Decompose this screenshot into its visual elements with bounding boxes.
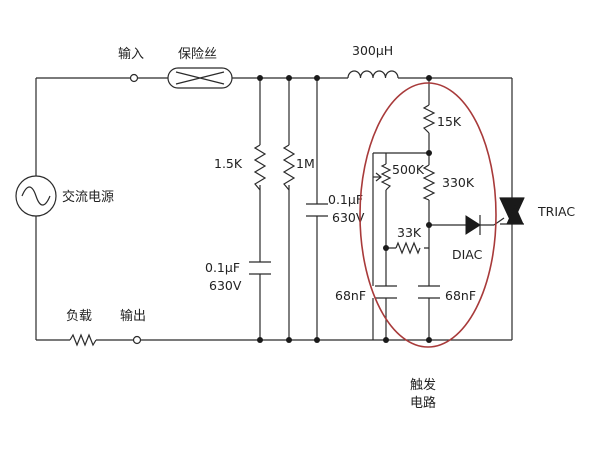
input-terminal xyxy=(129,73,139,83)
ac-source-symbol xyxy=(15,175,57,217)
resistor-1-5k-label: 1.5K xyxy=(214,156,243,171)
resistor-1-5k-symbol xyxy=(253,144,267,191)
capacitor-left-voltage: 630V xyxy=(209,278,242,293)
capacitor-68nf-right-symbol xyxy=(418,285,440,299)
inductor-symbol xyxy=(347,70,399,79)
load-label: 负载 xyxy=(66,309,92,324)
capacitor-mid-voltage: 630V xyxy=(332,210,365,225)
junction-dot xyxy=(314,337,320,343)
resistor-330k-symbol xyxy=(422,164,436,201)
fuse-label: 保险丝 xyxy=(178,47,217,62)
junction-dot xyxy=(426,75,432,81)
capacitor-68nf-left-label: 68nF xyxy=(335,288,366,303)
triac-symbol xyxy=(493,197,525,226)
diac-label: DIAC xyxy=(452,247,483,262)
output-terminal xyxy=(132,335,142,345)
potentiometer-500k-label: 500K xyxy=(392,162,425,177)
junction-dot xyxy=(286,337,292,343)
resistor-1m-label: 1M xyxy=(296,156,315,171)
trigger-label-line1: 触发 xyxy=(410,377,436,393)
ac-source-label: 交流电源 xyxy=(62,189,114,205)
junction-dot xyxy=(257,75,263,81)
junction-dot xyxy=(426,222,432,228)
capacitor-68nf-left-symbol xyxy=(375,285,397,299)
diac-symbol xyxy=(465,215,481,235)
trigger-label-line2: 电路 xyxy=(410,395,436,411)
junction-dot xyxy=(314,75,320,81)
trigger-circuit-highlight xyxy=(359,82,497,348)
resistor-1m-symbol xyxy=(282,144,296,191)
resistor-15k-label: 15K xyxy=(437,114,462,129)
triac-label: TRIAC xyxy=(537,204,575,219)
fuse-symbol xyxy=(167,67,233,89)
resistor-33k-label: 33K xyxy=(397,225,422,240)
junction-dot xyxy=(426,337,432,343)
output-label: 输出 xyxy=(120,308,146,324)
resistor-15k-symbol xyxy=(422,104,436,134)
capacitor-mid-value: 0.1µF xyxy=(328,192,363,207)
inductor-label: 300µH xyxy=(352,43,393,58)
capacitor-mid-symbol xyxy=(306,203,328,217)
input-label: 输入 xyxy=(118,46,144,62)
potentiometer-500k-symbol xyxy=(373,163,392,191)
resistor-330k-label: 330K xyxy=(442,175,475,190)
junction-dot xyxy=(383,337,389,343)
capacitor-68nf-right-label: 68nF xyxy=(445,288,476,303)
capacitor-left-symbol xyxy=(249,261,271,275)
resistor-33k-symbol xyxy=(395,241,421,255)
junction-dot xyxy=(426,150,432,156)
load-symbol xyxy=(69,333,97,347)
junction-dot xyxy=(383,245,389,251)
capacitor-left-value: 0.1µF xyxy=(205,260,240,275)
junction-dot xyxy=(286,75,292,81)
junction-dot xyxy=(257,337,263,343)
junctions xyxy=(257,75,432,343)
